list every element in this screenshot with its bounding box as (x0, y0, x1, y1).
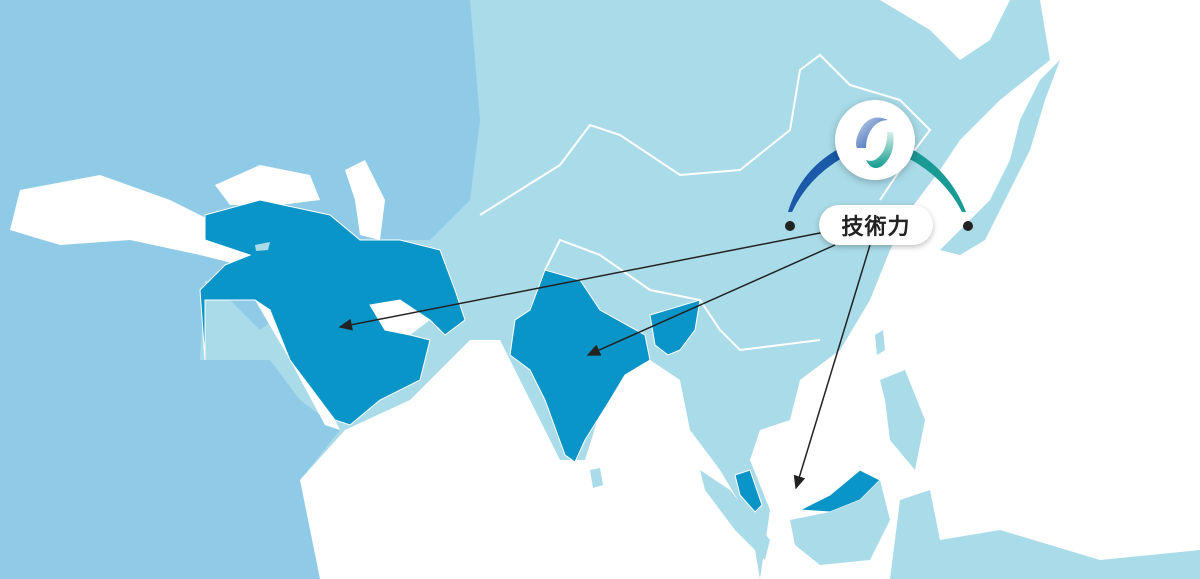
okhotsk-sea (880, 0, 1010, 60)
south-china-sea (750, 0, 1200, 579)
philippines (880, 370, 925, 470)
arrow-india (586, 244, 836, 356)
dot-left (785, 221, 795, 231)
technology-label: 技術力 (819, 205, 933, 245)
arc-right (908, 148, 966, 212)
caspian-sea (345, 160, 385, 240)
cyprus (255, 242, 270, 251)
arc-left (788, 148, 842, 212)
japan (940, 60, 1060, 255)
persian-gulf (370, 300, 430, 335)
region-malaysia-peninsula (734, 469, 763, 513)
region-india (509, 269, 651, 463)
technology-ring-logo-icon (835, 100, 915, 180)
region-middle-east (199, 199, 466, 426)
highlighted-regions (199, 199, 881, 513)
china-border (479, 53, 932, 352)
sulawesi-newguinea (890, 490, 1200, 579)
indian-ocean (300, 340, 760, 579)
mediterranean (10, 175, 260, 265)
borneo (790, 480, 890, 565)
black-sea (215, 165, 320, 205)
dot-right (963, 221, 973, 231)
arrow-middle-east (338, 231, 826, 331)
sumatra (700, 470, 770, 560)
arrow-malaysia (793, 244, 871, 490)
arrows (338, 231, 871, 490)
islands (255, 60, 1200, 579)
taiwan (875, 330, 885, 355)
sri-lanka (590, 468, 603, 488)
